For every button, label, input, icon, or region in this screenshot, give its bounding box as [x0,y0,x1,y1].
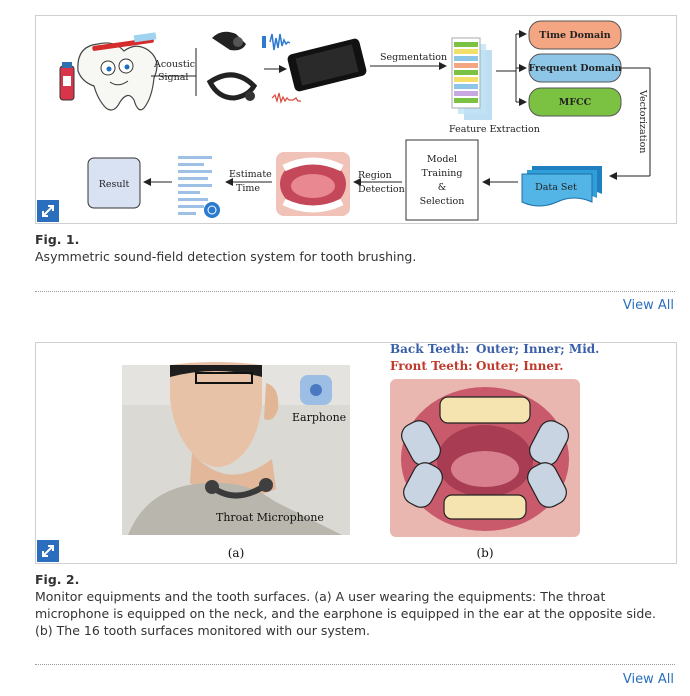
label-result: Result [99,179,130,190]
divider-2 [35,664,675,665]
label-acoustic: Acoustic [153,59,195,70]
label-region: Region [358,170,392,181]
expand-figure-2-button[interactable] [37,540,59,562]
label-signal: Signal [158,72,188,83]
expand-icon [42,205,54,217]
figure-2-label: Fig. 2. [35,572,80,587]
throat-microphone-illustration [206,72,258,101]
label-segmentation: Segmentation [380,52,447,63]
label-throat-microphone: Throat Microphone [216,511,324,524]
label-data-set: Data Set [535,182,577,193]
label-earphone: Earphone [292,411,346,424]
label-model: Model [427,154,457,165]
label-feature-extraction: Feature Extraction [449,124,540,135]
label-selection: Selection [420,196,465,207]
data-set-box [521,166,602,207]
waveform-red [271,92,301,105]
time-list-illustration [176,152,220,220]
earphone-illustration [212,31,246,51]
label-frequent-domain: Frequent Domain [528,63,621,74]
expand-icon [42,545,54,557]
label-ampersand: & [438,182,446,193]
expand-figure-1-button[interactable] [37,200,59,222]
front-teeth-values: Outer; Inner. [476,359,563,373]
time-domain-box [528,20,622,50]
tooth-surfaces-illustration [390,379,580,537]
result-box [87,157,141,209]
label-training: Training [422,168,463,179]
divider-1 [35,291,675,292]
figure-2-photos: Earphone Throat Microphone (a) Back Teet… [122,343,599,560]
label-time-domain: Time Domain [539,30,610,41]
tooth-mascot-illustration [59,32,158,111]
back-teeth-heading: Back Teeth: [390,343,469,356]
figure-2-image[interactable]: Earphone Throat Microphone (a) Back Teet… [35,342,677,564]
phone-illustration [287,38,367,92]
mouth-illustration [276,152,350,216]
panel-b-label: (b) [476,546,493,560]
waveform-blue [262,33,291,51]
label-mfcc: MFCC [559,97,592,108]
segment-stack-illustration [451,37,492,120]
figure-2-caption: Monitor equipments and the tooth surface… [35,589,656,638]
back-teeth-values: Outer; Inner; Mid. [476,343,599,356]
figure-1-label: Fig. 1. [35,232,80,247]
label-vectorization: Vectorization [637,89,648,153]
label-time: Time [236,183,260,194]
figure-1-caption: Asymmetric sound-field detection system … [35,249,417,264]
figure-1-diagram: Acoustic Signal Segmentation [59,20,651,221]
view-all-link-1[interactable]: View All [622,298,674,313]
label-estimate: Estimate [229,169,272,180]
model-training-box [405,139,479,221]
view-all-link-2[interactable]: View All [622,672,674,687]
user-wearing-equipment-photo [122,362,350,535]
mfcc-box [528,87,622,117]
figure-1-image[interactable]: Acoustic Signal Segmentation [35,15,677,224]
panel-a-label: (a) [228,546,245,560]
front-teeth-heading: Front Teeth: [390,359,473,373]
label-detection: Detection [358,184,405,195]
